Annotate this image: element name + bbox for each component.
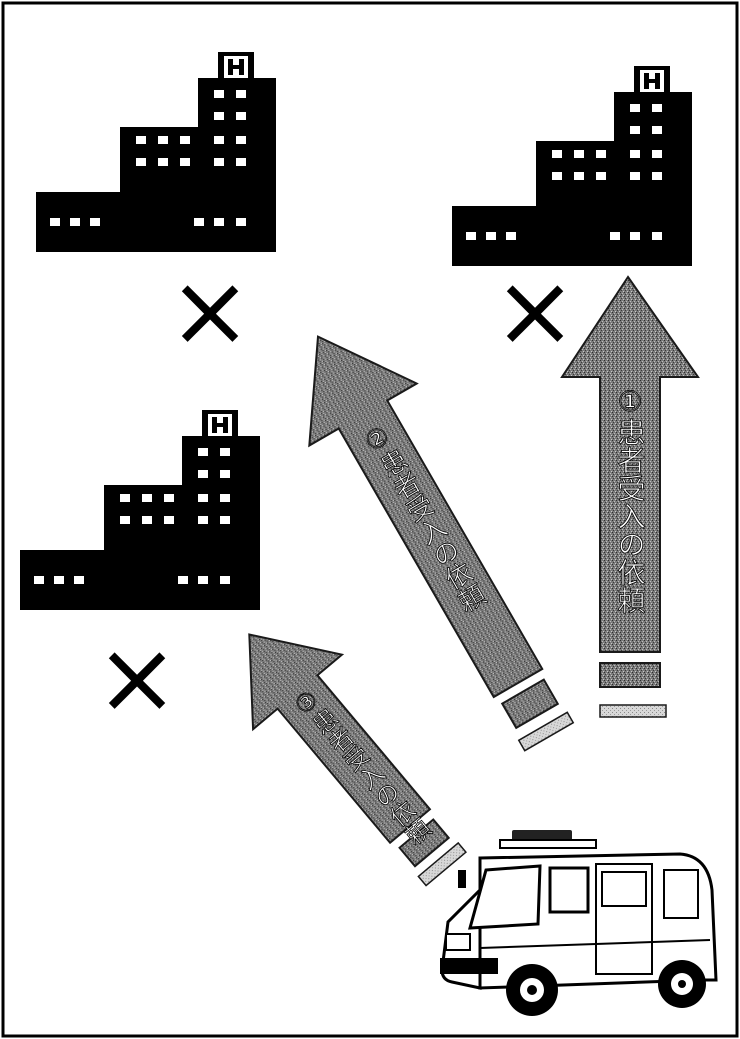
hospital-status-mark: × bbox=[168, 252, 252, 369]
hospital-status-mark: × bbox=[95, 619, 179, 736]
hospital-status-mark: × bbox=[493, 252, 577, 369]
arrow-label: ①患者受入の依頼 bbox=[614, 385, 647, 614]
